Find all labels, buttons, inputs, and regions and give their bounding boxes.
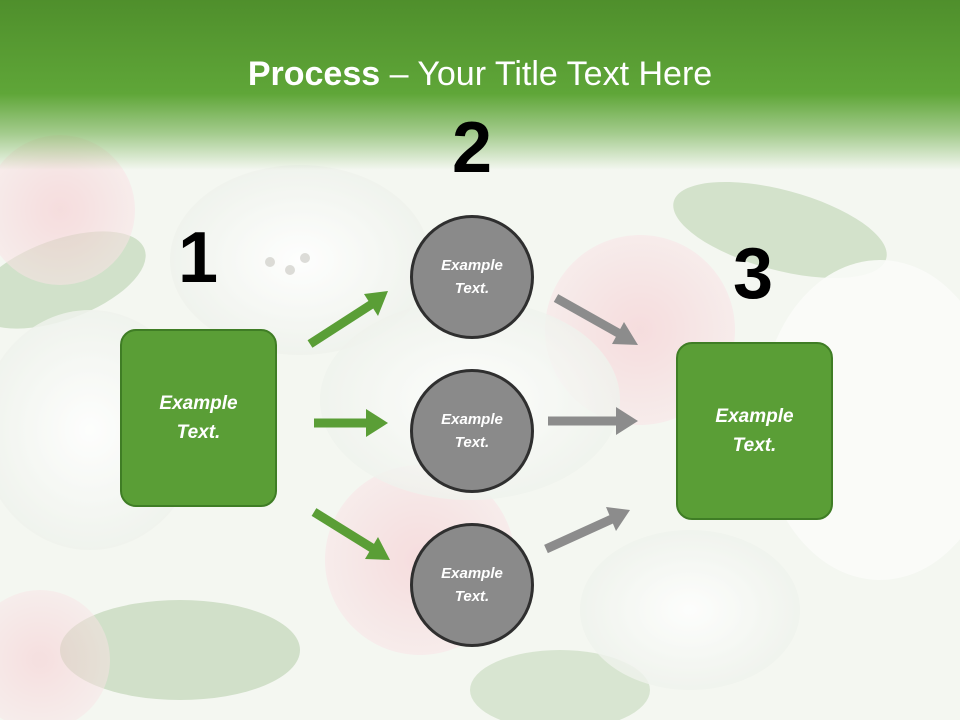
step-number-1: 1	[177, 218, 219, 298]
left-process-box[interactable]: Example Text.	[120, 329, 277, 507]
process-circle-middle[interactable]: Example Text.	[410, 369, 534, 493]
process-circle-top-text: Example Text.	[441, 257, 503, 297]
title-bold-part: Process	[247, 55, 381, 93]
title-band	[0, 0, 960, 170]
right-process-box[interactable]: Example Text.	[676, 342, 833, 520]
process-circle-middle-text: Example Text.	[441, 411, 503, 451]
title-rest-part: – Your Title Text Here	[380, 55, 713, 93]
process-circle-top[interactable]: Example Text.	[410, 215, 534, 339]
slide-title: Process – Your Title Text Here	[0, 52, 960, 96]
step-number-2: 2	[451, 108, 493, 188]
left-process-box-text: Example Text.	[159, 393, 238, 443]
step-number-3: 3	[732, 234, 774, 314]
right-process-box-text: Example Text.	[715, 406, 794, 456]
process-circle-bottom-text: Example Text.	[441, 565, 503, 605]
process-circle-bottom[interactable]: Example Text.	[410, 523, 534, 647]
